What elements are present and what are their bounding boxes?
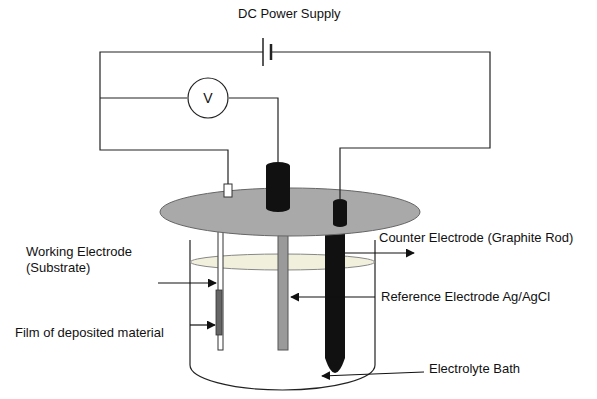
wiring bbox=[100, 52, 490, 200]
reference-cap bbox=[266, 162, 290, 212]
part-label: Electrolyte Bath bbox=[428, 361, 521, 377]
battery-plate bbox=[262, 38, 264, 66]
leader-arrow bbox=[158, 282, 216, 283]
reference-electrode bbox=[278, 222, 288, 350]
part-label: Reference Electrode Ag/AgCl bbox=[380, 289, 551, 305]
wire bbox=[271, 52, 490, 200]
leaders bbox=[158, 253, 424, 376]
part-label: Working Electrode (Substrate) bbox=[25, 244, 157, 276]
part-label: DC Power Supply bbox=[237, 6, 342, 22]
part-label: Film of deposited material bbox=[14, 325, 165, 341]
wire bbox=[229, 98, 278, 163]
part-label: Counter Electrode (Graphite Rod) bbox=[378, 230, 574, 246]
leader-arrow bbox=[190, 324, 215, 325]
leader-arrow bbox=[345, 252, 414, 253]
counter-cap bbox=[333, 199, 347, 227]
meter-circle bbox=[188, 78, 228, 118]
meter-symbol: V bbox=[187, 77, 229, 119]
leader-arrow bbox=[291, 296, 375, 297]
working-clip bbox=[224, 184, 232, 197]
battery-plate bbox=[270, 44, 273, 60]
deposited-film bbox=[216, 290, 222, 335]
wire bbox=[100, 97, 187, 98]
voltmeter: V bbox=[187, 77, 229, 119]
wire bbox=[100, 52, 263, 184]
leader-arrow bbox=[322, 372, 424, 376]
